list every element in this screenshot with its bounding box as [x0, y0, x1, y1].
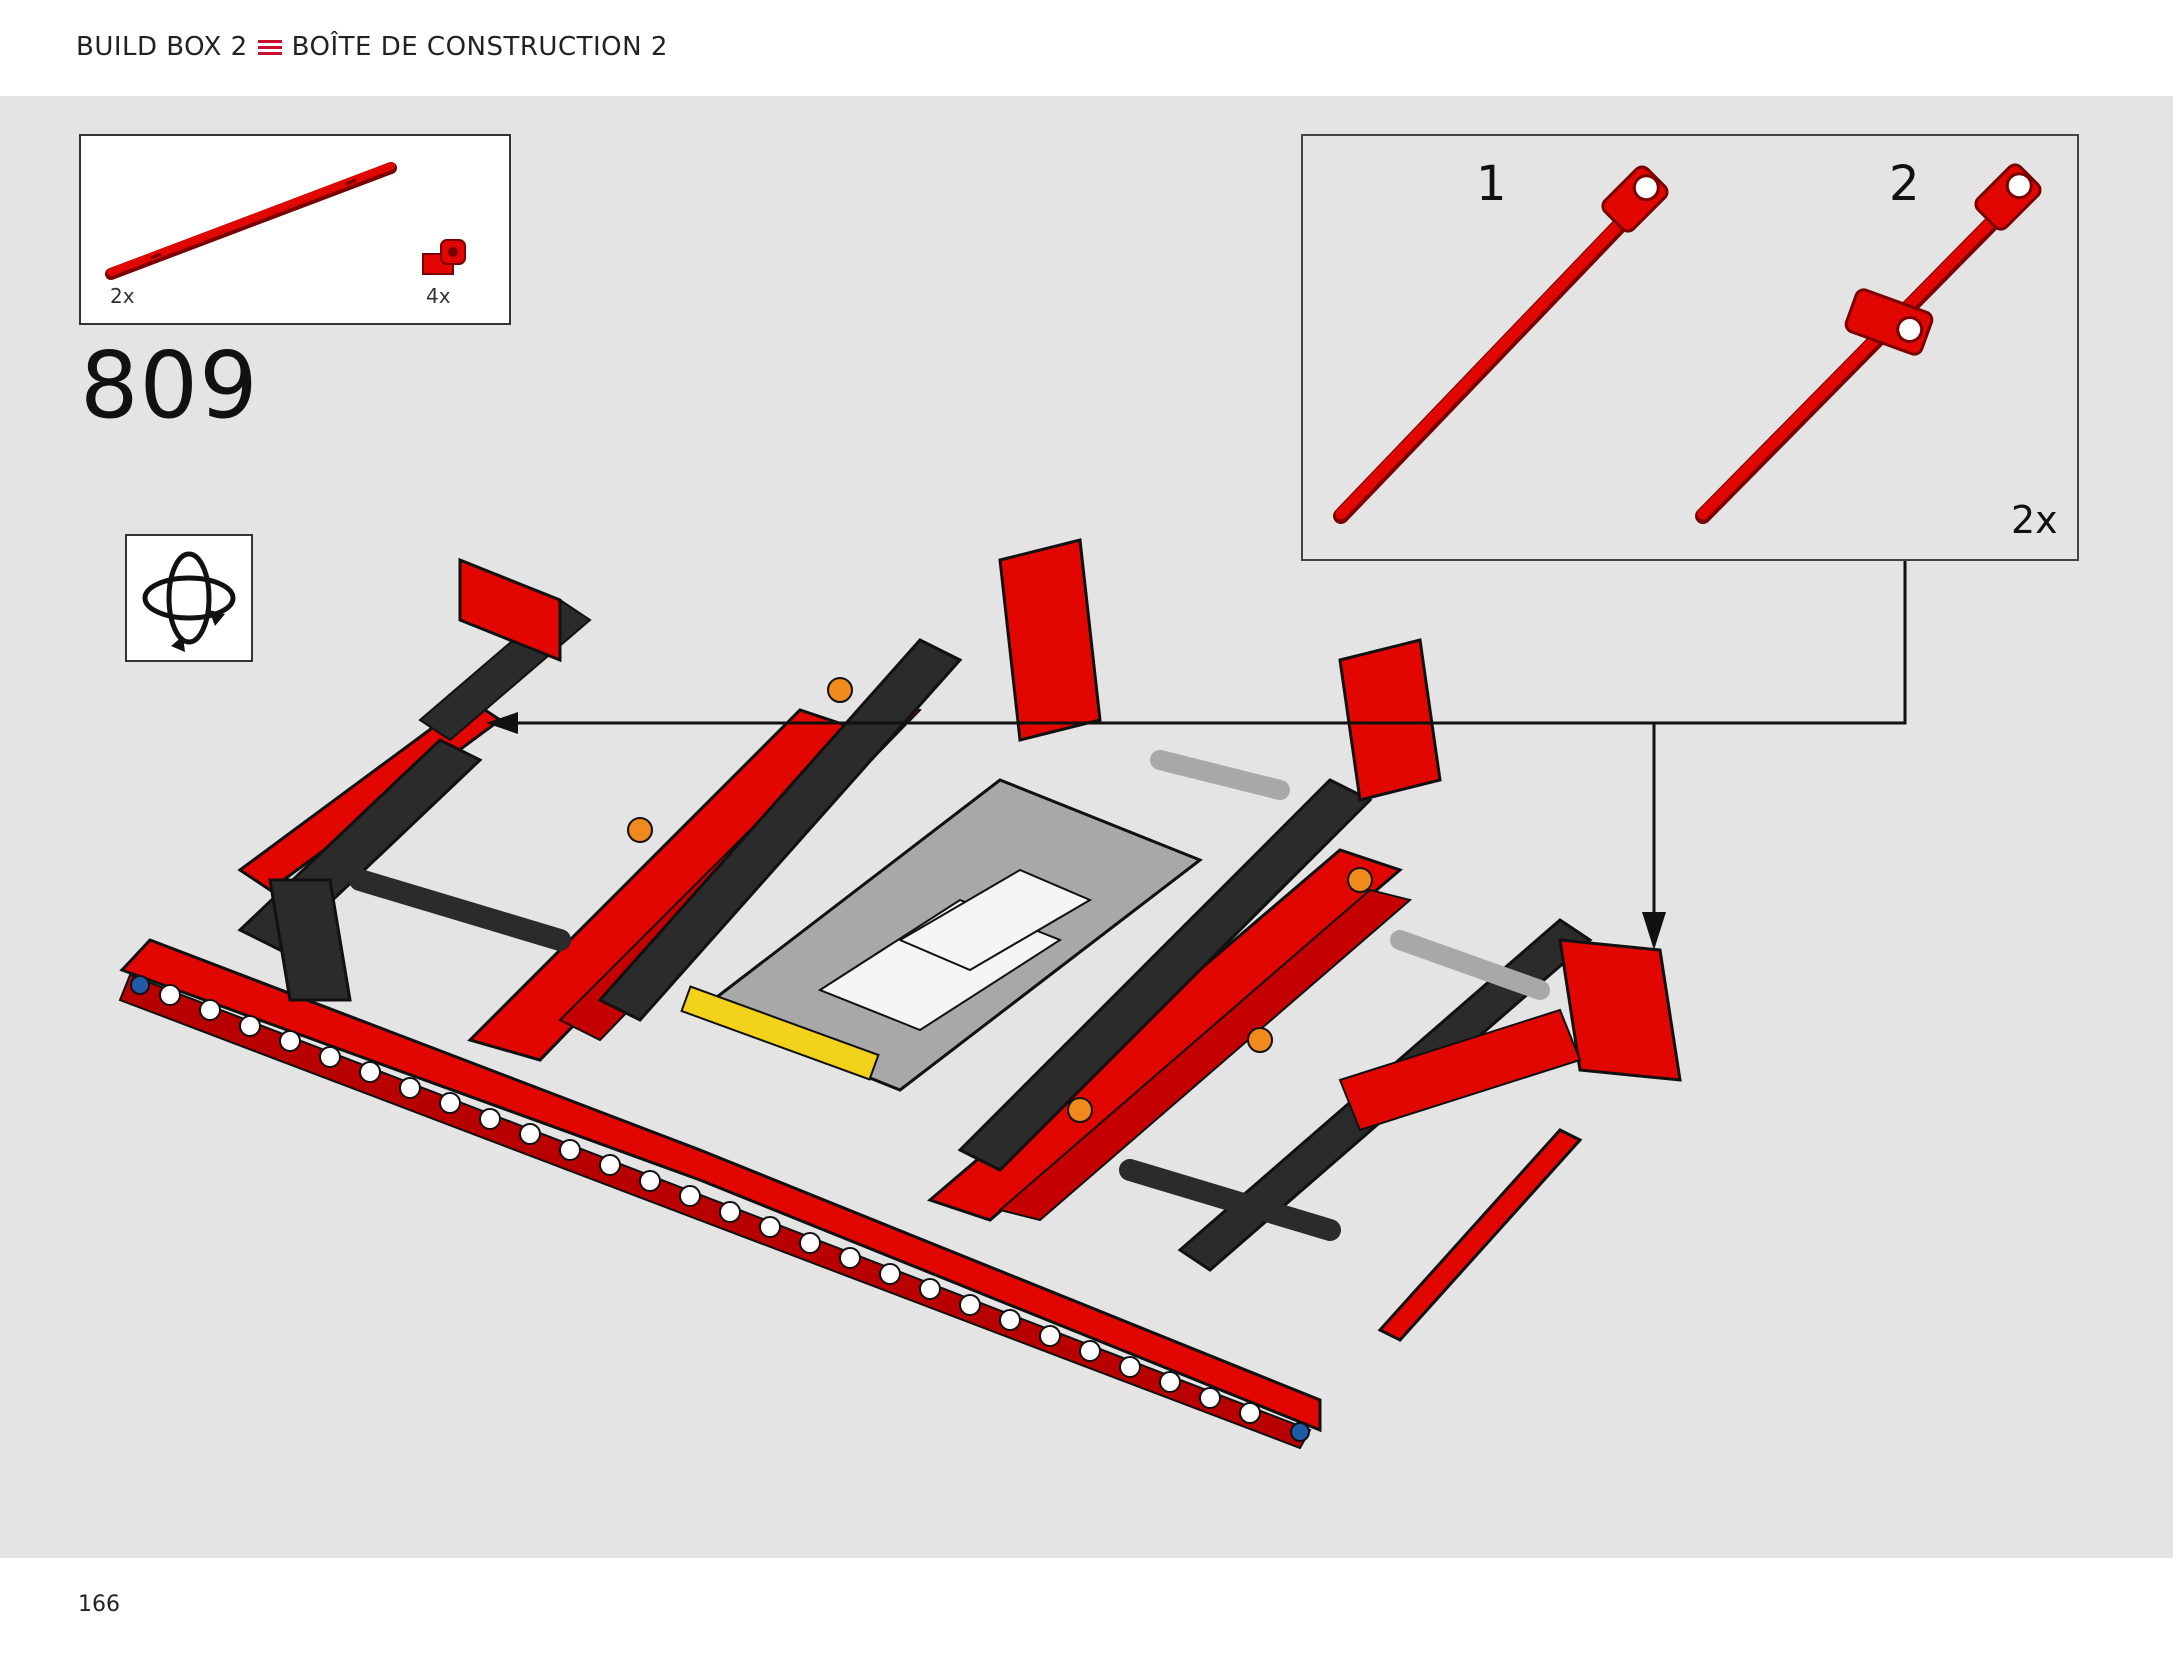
sub-step-2-drawing — [1695, 163, 2042, 524]
dark-gray-beams — [597, 638, 1593, 1272]
sub-step-1-drawing — [1333, 165, 1669, 524]
sub-step-2-label: 2 — [1889, 156, 1920, 212]
header-title-en: BUILD BOX 2 — [76, 32, 248, 62]
rotate-model-box — [125, 534, 253, 662]
parts-list-box: 2x 4x — [79, 134, 511, 325]
header-title: BUILD BOX 2 BOÎTE DE CONSTRUCTION 2 — [76, 32, 668, 62]
right-frame — [998, 538, 1682, 1342]
page-number: 166 — [78, 1592, 120, 1617]
callout-quantity: 2x — [2011, 498, 2058, 542]
left-frame — [237, 557, 592, 1002]
separator-icon — [257, 39, 282, 55]
connector-quantity: 4x — [426, 284, 451, 308]
center-gray-tray — [696, 778, 1204, 1092]
callout-illustration — [1333, 163, 2042, 524]
install-arrows — [486, 561, 1907, 950]
page-header: BUILD BOX 2 BOÎTE DE CONSTRUCTION 2 — [0, 0, 2173, 96]
step-number: 809 — [80, 332, 259, 439]
accent-pins — [627, 677, 1373, 1123]
sub-step-1-label: 1 — [1476, 156, 1507, 212]
axle-part-icon — [105, 162, 397, 280]
page-footer — [0, 1558, 2173, 1654]
connector-part-icon — [422, 239, 466, 275]
front-red-beams — [118, 938, 1322, 1450]
sub-assembly-callout: 1 2 2x — [1301, 134, 2079, 561]
axle-quantity: 2x — [110, 284, 135, 308]
black-axles — [349, 750, 1550, 1241]
parts-illustration — [105, 162, 466, 280]
rotate-model-icon — [142, 551, 236, 652]
header-title-fr: BOÎTE DE CONSTRUCTION 2 — [291, 32, 668, 62]
